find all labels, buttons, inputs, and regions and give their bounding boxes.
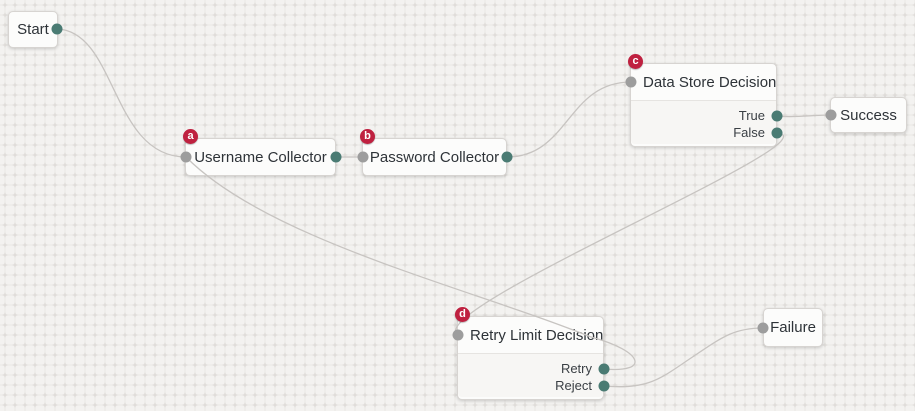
- node-badge-c: c: [628, 54, 643, 69]
- node-start[interactable]: Start: [8, 11, 58, 48]
- node-outcomes: Retry Reject: [458, 353, 603, 397]
- node-failure[interactable]: Failure: [763, 308, 823, 347]
- outcome-retry-label: Retry: [560, 361, 592, 376]
- node-retry-limit-decision[interactable]: d Retry Limit Decision Retry Reject: [455, 307, 604, 400]
- node-title: Start: [17, 21, 49, 38]
- node-success[interactable]: Success: [830, 97, 907, 133]
- node-title: Retry Limit Decision: [470, 326, 604, 344]
- node-password-collector[interactable]: b Password Collector: [360, 129, 507, 176]
- node-title: Password Collector: [369, 148, 500, 166]
- outcome-false-label: False: [733, 125, 765, 140]
- node-title: Data Store Decision: [643, 73, 777, 91]
- node-badge-b: b: [360, 129, 375, 144]
- node-data-store-decision[interactable]: c Data Store Decision True False: [628, 54, 777, 147]
- node-title: Username Collector: [194, 148, 327, 166]
- outcome-reject-label: Reject: [555, 378, 592, 393]
- node-outcomes: True False: [631, 100, 776, 144]
- node-badge-d: d: [455, 307, 470, 322]
- node-title: Success: [840, 106, 897, 124]
- outcome-true-label: True: [738, 108, 765, 123]
- node-title: Failure: [770, 319, 816, 336]
- node-username-collector[interactable]: a Username Collector: [183, 129, 336, 176]
- node-badge-a: a: [183, 129, 198, 144]
